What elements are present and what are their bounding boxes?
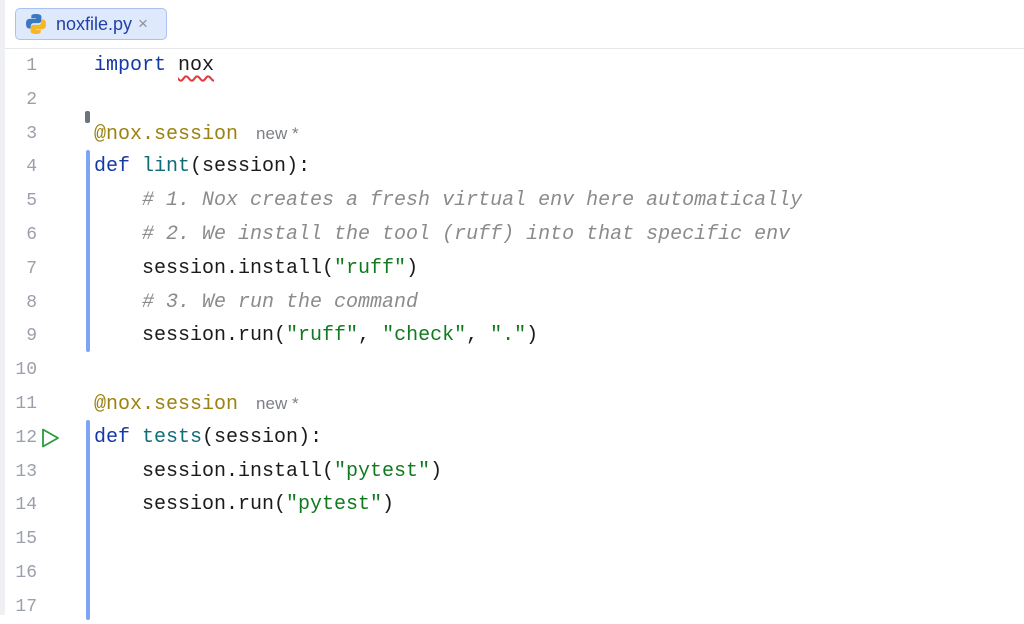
- code-line[interactable]: 2: [5, 83, 1024, 117]
- code-token: "ruff": [334, 256, 407, 280]
- line-number: 2: [26, 89, 37, 110]
- line-number: 8: [26, 292, 37, 313]
- code-token: import: [94, 54, 167, 77]
- fold-marker-icon[interactable]: [85, 111, 90, 123]
- line-number: 1: [26, 56, 37, 76]
- code-token: session.install(: [94, 459, 335, 483]
- code-token: ".": [490, 324, 527, 348]
- line-number: 15: [15, 529, 37, 550]
- author-inlay-hint[interactable]: new *: [256, 123, 299, 143]
- code-token: ): [406, 256, 419, 280]
- code-token: [94, 291, 142, 314]
- code-token: (session):: [190, 155, 311, 179]
- code-text: session.run("pytest"): [94, 488, 394, 522]
- code-token: [94, 223, 142, 246]
- editor-tab-bar: noxfile.py ×: [5, 0, 1024, 49]
- code-line[interactable]: 5 # 1. Nox creates a fresh virtual env h…: [5, 184, 1024, 218]
- code-token: ): [382, 493, 395, 517]
- close-tab-icon[interactable]: ×: [138, 14, 148, 33]
- code-token: session.install(: [94, 256, 335, 280]
- code-text: def tests(session):: [94, 421, 322, 455]
- code-token: lint: [142, 155, 191, 179]
- code-token: # 1. Nox creates a fresh virtual env her…: [142, 189, 803, 213]
- run-icon[interactable]: [39, 427, 61, 449]
- line-number: 6: [26, 225, 37, 245]
- line-number: 4: [26, 157, 37, 178]
- line-number: 11: [15, 394, 37, 414]
- code-text: session.install("ruff"): [94, 252, 418, 286]
- code-line[interactable]: 12 def tests(session):: [5, 421, 1024, 455]
- line-number: 5: [26, 191, 37, 212]
- code-token: def: [94, 155, 131, 179]
- code-line[interactable]: 8 # 3. We run the command: [5, 286, 1024, 320]
- code-token: session.run(: [94, 324, 287, 348]
- author-inlay-hint[interactable]: new *: [256, 394, 299, 413]
- code-text: # 2. We install the tool (ruff) into tha…: [94, 218, 790, 252]
- code-token: [94, 189, 142, 212]
- code-line[interactable]: 3 @nox.session new *: [5, 117, 1024, 151]
- left-tool-strip: [0, 0, 5, 615]
- code-text: @nox.session new *: [94, 117, 299, 152]
- code-text: def lint(session):: [94, 150, 310, 184]
- code-line[interactable]: 1 import nox: [5, 49, 1024, 83]
- code-token: # 2. We install the tool (ruff) into tha…: [142, 223, 791, 246]
- code-token: "pytest": [286, 493, 383, 517]
- code-token: ): [526, 324, 539, 348]
- code-line[interactable]: 7 session.install("ruff"): [5, 252, 1024, 286]
- code-token: # 3. We run the command: [142, 290, 419, 314]
- line-number: 10: [15, 360, 37, 381]
- code-text: session.run("ruff", "check", "."): [94, 319, 538, 353]
- code-text: # 3. We run the command: [94, 286, 418, 320]
- code-text: @nox.session new *: [94, 387, 299, 422]
- code-line[interactable]: 13 session.install("pytest"): [5, 455, 1024, 489]
- code-line[interactable]: 15: [5, 522, 1024, 556]
- code-line[interactable]: 17: [5, 590, 1024, 624]
- line-number: 9: [26, 326, 37, 347]
- code-token: tests: [142, 425, 203, 449]
- code-line[interactable]: 9 session.run("ruff", "check", "."): [5, 319, 1024, 353]
- code-line[interactable]: 4 def lint(session):: [5, 150, 1024, 184]
- line-number: 12: [15, 427, 37, 448]
- code-token: "pytest": [334, 459, 431, 483]
- code-text: session.install("pytest"): [94, 455, 442, 489]
- line-number: 14: [15, 495, 37, 516]
- code-line[interactable]: 11 @nox.session new *: [5, 387, 1024, 421]
- code-token: session.run(: [94, 493, 287, 517]
- tab-noxfile[interactable]: noxfile.py ×: [15, 8, 167, 40]
- code-token: (session):: [202, 425, 323, 449]
- code-text: import nox: [94, 49, 214, 83]
- line-number: 13: [15, 461, 37, 482]
- vcs-change-marker[interactable]: [86, 150, 90, 352]
- vcs-change-marker[interactable]: [86, 420, 90, 620]
- code-token: nox: [178, 54, 215, 77]
- code-token: [130, 155, 142, 178]
- code-token: def: [94, 425, 131, 449]
- code-text: # 1. Nox creates a fresh virtual env her…: [94, 184, 802, 218]
- line-number: 16: [15, 563, 37, 583]
- python-file-icon: [26, 14, 46, 34]
- code-token: [130, 426, 142, 449]
- line-number: 3: [26, 123, 37, 144]
- code-token: @nox.session: [94, 122, 239, 146]
- line-number: 7: [26, 258, 37, 279]
- code-line[interactable]: 14 session.run("pytest"): [5, 488, 1024, 522]
- code-token: ,: [358, 324, 383, 348]
- code-line[interactable]: 16: [5, 556, 1024, 590]
- code-token: "check": [382, 324, 467, 348]
- code-token: @nox.session: [94, 393, 239, 416]
- code-token: ,: [466, 324, 491, 348]
- code-token: [166, 54, 178, 77]
- code-token: "ruff": [286, 324, 359, 348]
- line-number: 17: [15, 596, 37, 617]
- tab-label: noxfile.py: [56, 13, 133, 34]
- code-line[interactable]: 6 # 2. We install the tool (ruff) into t…: [5, 218, 1024, 252]
- code-line[interactable]: 10: [5, 353, 1024, 387]
- code-token: ): [430, 459, 443, 483]
